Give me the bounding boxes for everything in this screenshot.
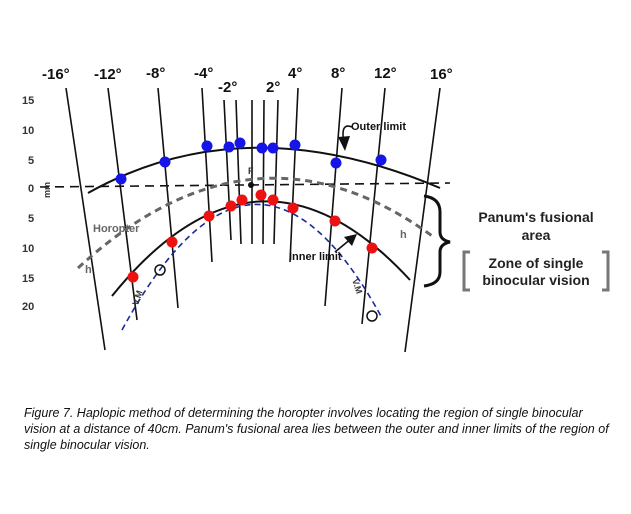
inner-point <box>225 200 237 212</box>
outer-point <box>115 173 127 185</box>
panum-brace <box>423 194 451 288</box>
inner-point <box>366 242 378 254</box>
angle-label-8: 8° <box>331 65 345 82</box>
angle-label-4: 4° <box>288 65 302 82</box>
outer-limit-curve <box>87 146 441 194</box>
inner-point <box>166 236 178 248</box>
horopter-figure: -16° -12° -8° -4° -2° 2° 4° 8° 12° 16° 1… <box>22 65 610 353</box>
inner-limit-label: Inner limit <box>289 251 342 263</box>
outer-limit-label: Outer limit <box>351 121 406 133</box>
y-tick: 20 <box>22 301 34 313</box>
inner-point <box>236 194 248 206</box>
horopter-curve <box>76 176 436 270</box>
inner-point <box>267 194 279 206</box>
direction-line-8 <box>324 87 343 307</box>
outer-point <box>223 141 235 153</box>
angle-label-2: 2° <box>266 79 280 96</box>
outer-point <box>234 137 246 149</box>
outer-limit-arrowhead <box>338 136 350 151</box>
zone-line1: Zone of single <box>489 255 584 271</box>
y-tick: 15 <box>22 273 34 285</box>
outer-points <box>115 137 387 185</box>
inner-point <box>127 271 139 283</box>
direction-line-4 <box>289 87 299 263</box>
y-tick: 10 <box>22 243 34 255</box>
angle-label-m12: -12° <box>94 66 122 83</box>
y-tick: 15 <box>22 95 34 107</box>
inner-limit-curve <box>111 200 411 297</box>
outer-point <box>375 154 387 166</box>
zone-bracket-left <box>462 250 470 292</box>
outer-point <box>159 156 171 168</box>
vm-left-label: V.M <box>130 289 144 307</box>
fixation-point <box>248 182 254 188</box>
y-tick: 5 <box>28 155 34 167</box>
inner-point <box>255 189 267 201</box>
angle-label-m2: -2° <box>218 79 237 96</box>
outer-point <box>289 139 301 151</box>
direction-line-16 <box>404 87 441 353</box>
figure-caption: Figure 7. Haplopic method of determining… <box>24 406 609 452</box>
zero-baseline <box>39 182 451 188</box>
h-right-label: h <box>400 229 407 241</box>
direction-line-2a <box>262 99 265 245</box>
angle-label-m4: -4° <box>194 65 213 82</box>
right-eye-circle <box>366 310 378 322</box>
inner-points <box>127 189 378 283</box>
direction-line-m2b <box>235 99 242 245</box>
unit-label: mm <box>42 182 52 198</box>
angle-label-16: 16° <box>430 66 453 83</box>
outer-point <box>256 142 268 154</box>
direction-line-2b <box>273 99 279 245</box>
inner-limit-arrowhead <box>344 234 357 246</box>
fixation-label: F <box>248 166 254 176</box>
zone-line2: binocular vision <box>482 272 589 288</box>
inner-point <box>287 202 299 214</box>
direction-line-m8 <box>157 87 179 309</box>
angle-label-m16: -16° <box>42 66 70 83</box>
y-tick: 0 <box>28 183 34 195</box>
h-left-label: h <box>85 264 92 276</box>
zone-bracket-right <box>602 250 610 292</box>
direction-line-m4 <box>201 87 213 263</box>
vieth-muller-circle <box>121 203 383 331</box>
inner-point <box>203 210 215 222</box>
inner-point <box>329 215 341 227</box>
direction-line-m12 <box>107 87 138 321</box>
horopter-label: Horopter <box>93 223 140 235</box>
y-tick: 10 <box>22 125 34 137</box>
outer-point <box>267 142 279 154</box>
direction-line-m2a <box>223 99 232 241</box>
outer-point <box>201 140 213 152</box>
panum-title-line2: area <box>522 227 551 243</box>
outer-point <box>330 157 342 169</box>
y-tick: 5 <box>28 213 34 225</box>
left-eye-circle <box>154 264 166 276</box>
angle-label-12: 12° <box>374 65 397 82</box>
angle-label-m8: -8° <box>146 65 165 82</box>
panum-title-line1: Panum's fusional <box>478 209 593 225</box>
direction-line-12 <box>361 87 386 325</box>
direction-line-m16 <box>65 87 106 351</box>
direction-lines <box>65 87 441 353</box>
vm-right-label: V.M <box>350 278 364 296</box>
